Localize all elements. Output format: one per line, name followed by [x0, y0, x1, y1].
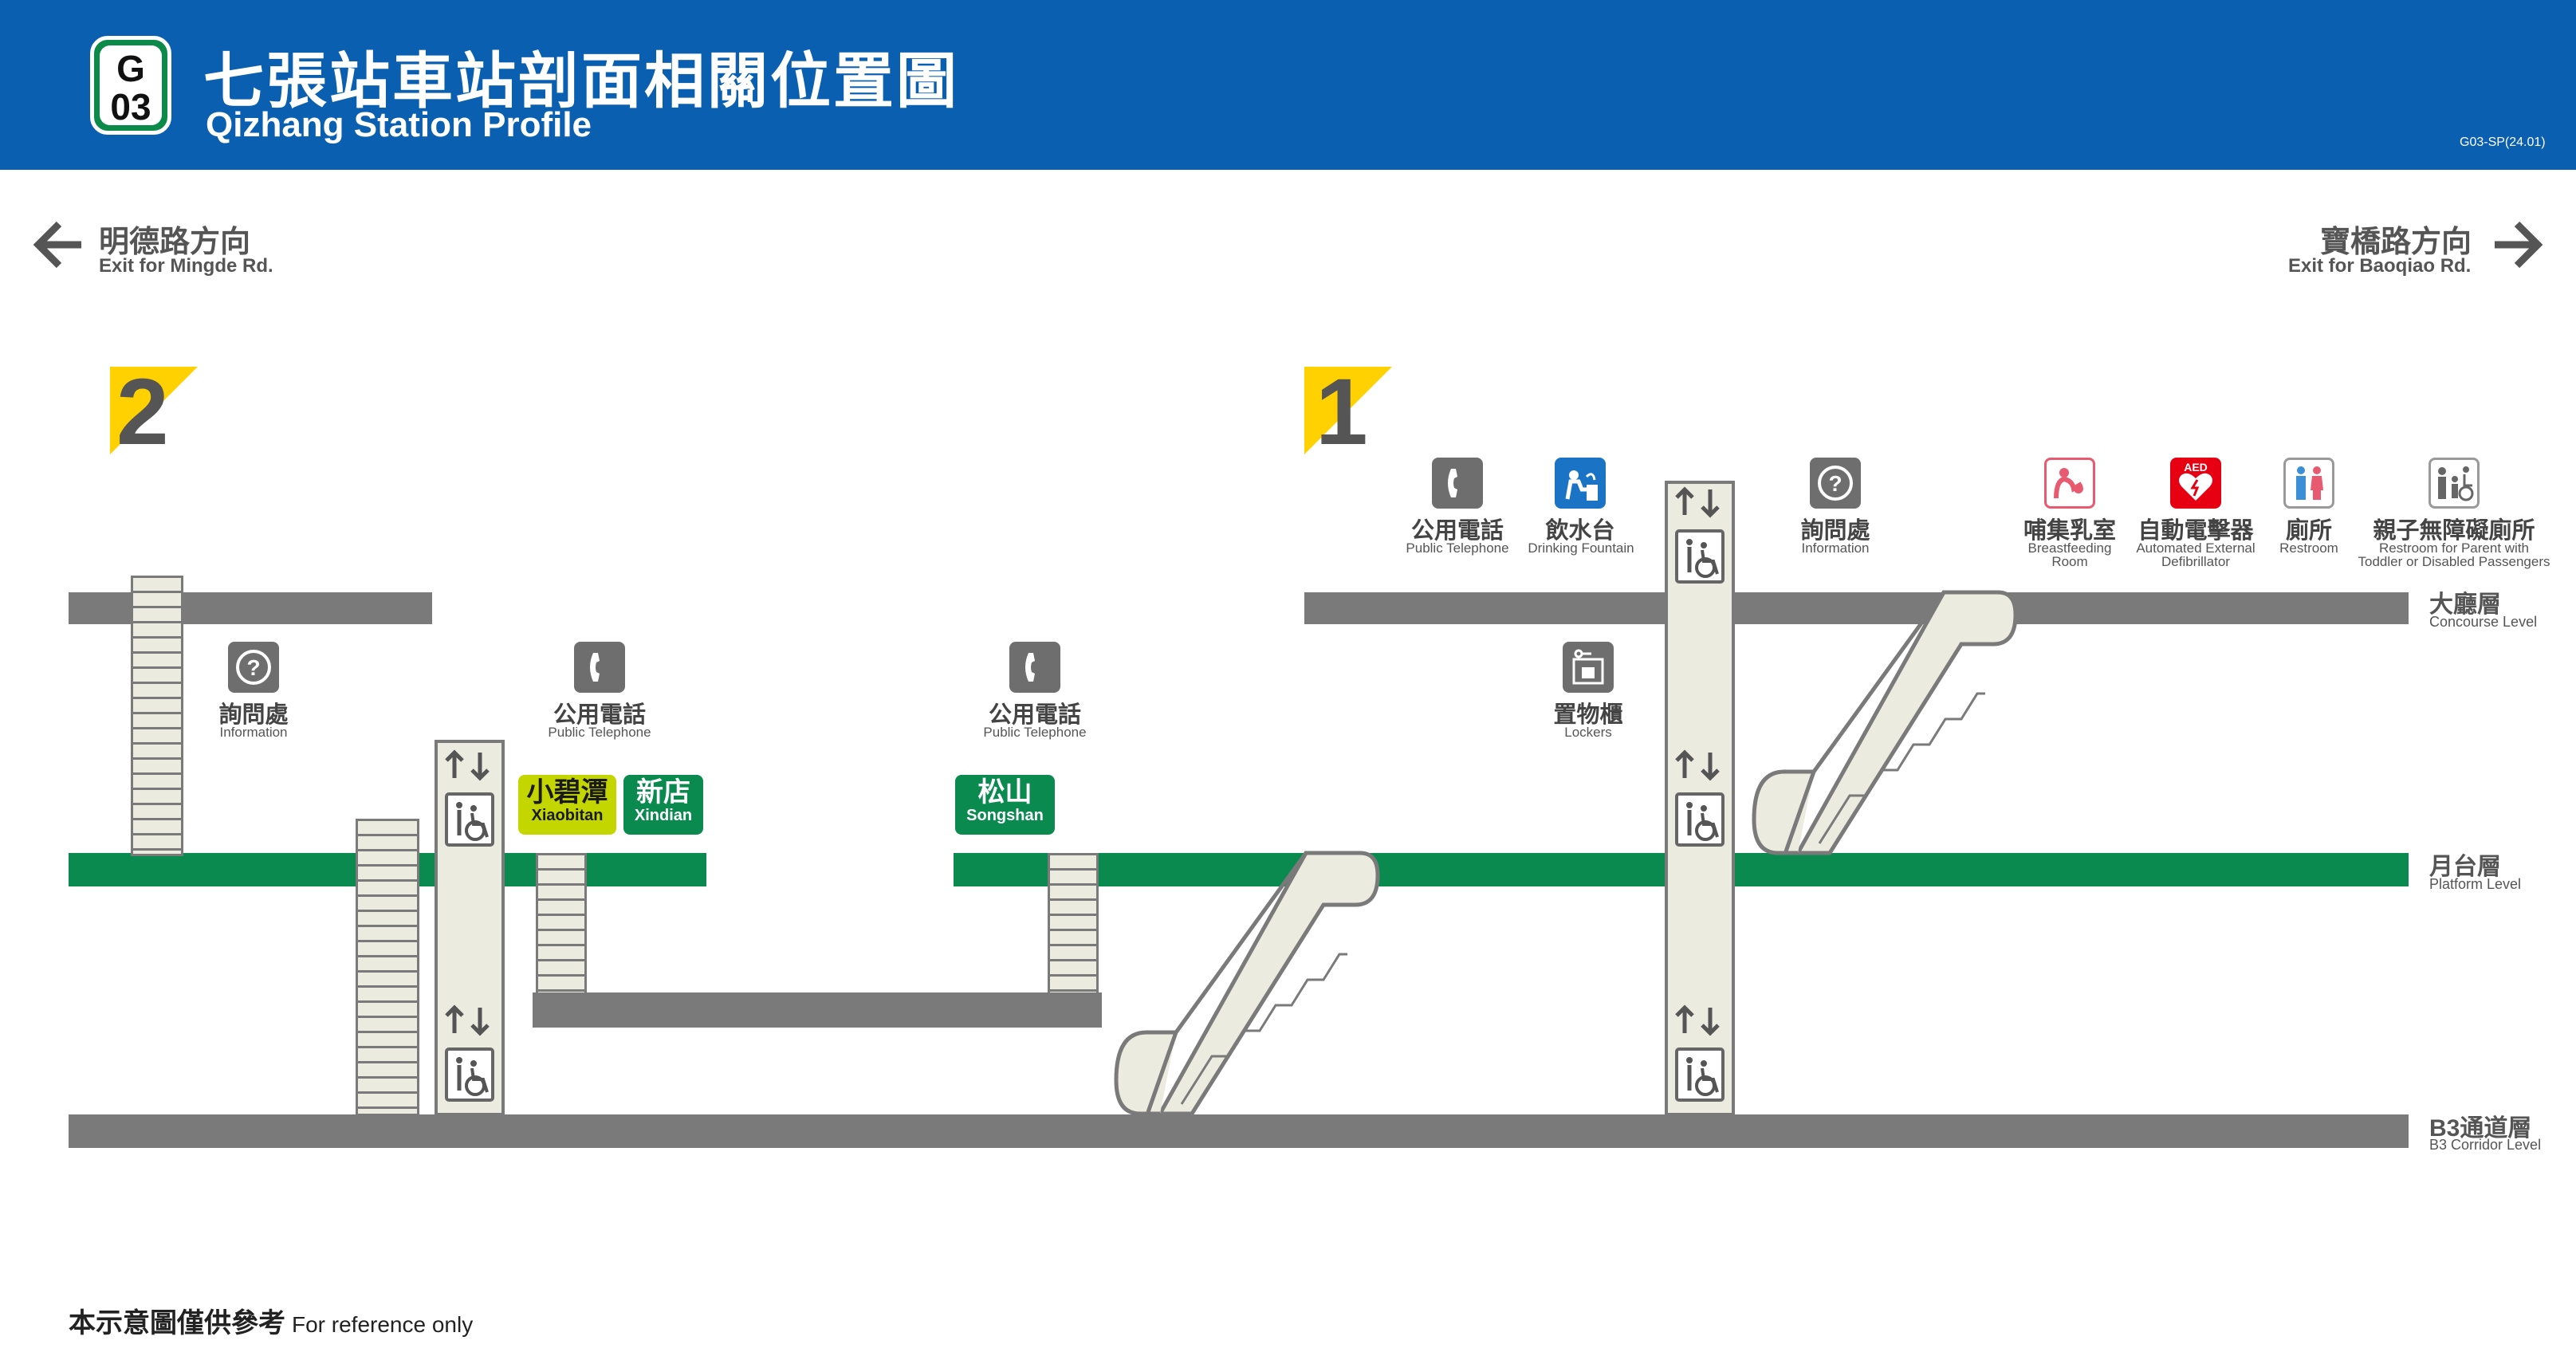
platform-label-zh: 月台層: [2429, 854, 2501, 880]
stairs-songshan-platform: [1048, 853, 1099, 995]
elevator-icon: [445, 1004, 494, 1102]
escalator-concourse-platform: [1752, 590, 2018, 855]
nursing-room-zh: 哺集乳室: [2023, 518, 2116, 544]
fountain-en: Drinking Fountain: [1528, 540, 1634, 556]
telephone-left-zh: 公用電話: [553, 702, 646, 728]
telephone-icon: [1432, 458, 1483, 509]
lockers-icon: [1563, 642, 1614, 693]
stairs-exit2-concourse: [131, 576, 183, 856]
direction-left-en: Exit for Mingde Rd.: [99, 255, 273, 277]
line-code: G: [116, 48, 145, 89]
destination-songshan-en: Songshan: [966, 807, 1044, 824]
corridor-label-en: B3 Corridor Level: [2429, 1137, 2542, 1153]
direction-left-zh: 明德路方向: [99, 226, 251, 259]
information-icon: ?: [1810, 458, 1861, 509]
corridor-label-zh: B3通道層: [2429, 1115, 2532, 1142]
header-banner: [0, 0, 2576, 170]
arrow-right-icon: [2495, 221, 2543, 269]
destination-xiaobitan-en: Xiaobitan: [531, 807, 604, 824]
destination-songshan: 松山 Songshan: [955, 775, 1055, 835]
lockers-en: Lockers: [1564, 725, 1612, 740]
stairs-xindian-platform: [536, 853, 587, 995]
telephone-right-en: Public Telephone: [1406, 540, 1509, 556]
restroom-icon: [2283, 458, 2334, 509]
telephone-icon: [1009, 642, 1060, 693]
document-code: G03-SP(24.01): [2460, 136, 2546, 149]
page-title-en: Qizhang Station Profile: [206, 105, 592, 144]
lockers-zh: 置物櫃: [1553, 702, 1623, 728]
nursing-room-en1: Breastfeeding: [2027, 540, 2112, 556]
drinking-fountain-icon: [1555, 458, 1606, 509]
information-left-en: Information: [219, 725, 288, 740]
elevator-icon: [1675, 486, 1725, 584]
concourse-level-bar-right: [1304, 592, 2409, 624]
footnote-en: For reference only: [292, 1312, 474, 1337]
underpass-bar: [533, 992, 1102, 1028]
exit-1-marker: [1304, 367, 1392, 454]
destination-xindian-en: Xindian: [634, 807, 693, 824]
escalator-platform-corridor: [1114, 851, 1380, 1116]
restroom-en: Restroom: [2279, 540, 2338, 556]
arrow-left-icon: [33, 221, 81, 269]
nursing-room-en2: Room: [2051, 554, 2088, 569]
restroom-zh: 廁所: [2285, 518, 2332, 544]
footnote-zh: 本示意圖僅供參考: [69, 1308, 285, 1338]
footnote: 本示意圖僅供參考 For reference only: [69, 1301, 473, 1340]
destination-xindian-zh: 新店: [636, 777, 690, 808]
concourse-label-zh: 大廳層: [2429, 592, 2501, 618]
svg-text:?: ?: [1828, 471, 1842, 496]
concourse-label-en: Concourse Level: [2429, 614, 2538, 630]
family-restroom-zh: 親子無障礙廁所: [2373, 518, 2535, 544]
page-title-zh: 七張站車站剖面相關位置圖: [203, 48, 959, 116]
telephone-icon: [574, 642, 625, 693]
fountain-zh: 飲水台: [1545, 518, 1615, 544]
family-restroom-en2: Toddler or Disabled Passengers: [2358, 554, 2550, 569]
telephone-mid-zh: 公用電話: [988, 702, 1081, 728]
corridor-level-bar: [69, 1114, 2409, 1148]
telephone-right-zh: 公用電話: [1410, 518, 1504, 544]
exit-1-number: 1: [1316, 360, 1368, 465]
family-restroom-icon: [2429, 458, 2480, 509]
direction-right-zh: 寶橋路方向: [2320, 226, 2472, 259]
aed-zh: 自動電擊器: [2137, 518, 2254, 544]
information-left-zh: 詢問處: [218, 702, 289, 728]
direction-right-en: Exit for Baoqiao Rd.: [2288, 255, 2472, 277]
information-right-en: Information: [1801, 540, 1870, 556]
information-icon: ?: [228, 642, 279, 693]
nursing-room-icon: [2044, 458, 2095, 509]
concourse-level-bar-left: [69, 592, 432, 624]
platform-label-en: Platform Level: [2429, 876, 2522, 892]
aed-en1: Automated External: [2136, 540, 2255, 556]
exit-2-number: 2: [116, 360, 169, 465]
aed-badge-text: AED: [2184, 461, 2208, 474]
telephone-mid-en: Public Telephone: [983, 725, 1087, 740]
elevator-icon: [445, 749, 494, 847]
family-restroom-en1: Restroom for Parent with: [2378, 540, 2529, 556]
exit-2-marker: [110, 367, 198, 454]
aed-en2: Defibrillator: [2161, 554, 2230, 569]
station-number-badge: G 03: [90, 36, 171, 135]
telephone-left-en: Public Telephone: [548, 725, 651, 740]
elevator-icon: [1675, 749, 1725, 847]
aed-icon: AED: [2170, 458, 2221, 509]
destination-xiaobitan-zh: 小碧潭: [526, 777, 608, 808]
elevator-icon: [1675, 1004, 1725, 1102]
svg-text:?: ?: [246, 655, 260, 680]
station-number: 03: [110, 86, 151, 128]
stairs-platform-corridor-left: [356, 819, 419, 1116]
destination-songshan-zh: 松山: [977, 777, 1032, 808]
information-right-zh: 詢問處: [1800, 518, 1870, 544]
destination-xindian: 新店 Xindian: [623, 775, 703, 835]
destination-xiaobitan: 小碧潭 Xiaobitan: [518, 775, 616, 835]
